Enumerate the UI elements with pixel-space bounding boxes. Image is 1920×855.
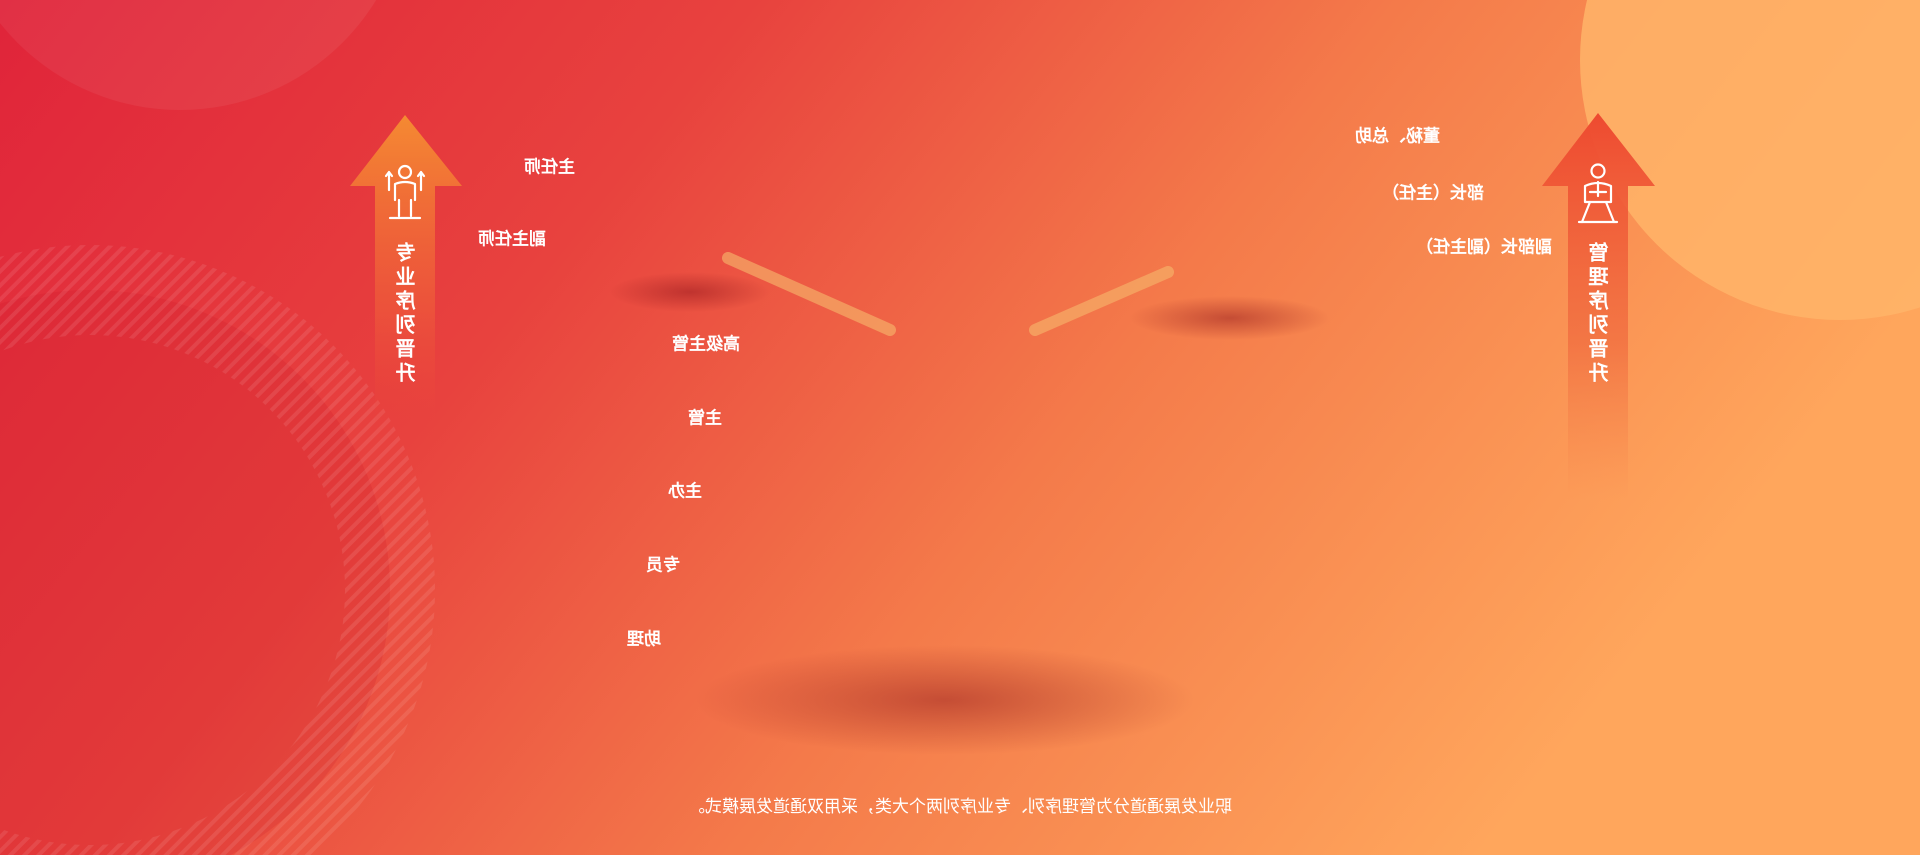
label-p3: 主办 <box>668 481 702 502</box>
label-prof-p6: 副主任师 <box>478 229 546 250</box>
label-p1: 助理 <box>627 629 661 650</box>
label-p5: 高级主管 <box>672 334 740 355</box>
manager-icon <box>1576 162 1620 228</box>
label-mgmt-p8: 董秘、总助 <box>1355 126 1440 147</box>
label-p2: 专员 <box>646 555 680 576</box>
label-mgmt-p6: 副部长（副主任） <box>1416 237 1552 258</box>
left-arrow-text: 专业序列晋升 <box>395 242 419 386</box>
label-prof-p7: 主任师 <box>524 157 575 178</box>
caption: 职业发展通道分为管理序列、专业序列两个大类，采用双通道发展模式。 <box>688 797 1232 817</box>
person-icon <box>384 162 426 220</box>
left-arrow-shape <box>350 115 462 440</box>
right-arrow-text: 管理序列晋升 <box>1588 242 1612 386</box>
label-p4: 主管 <box>688 408 722 429</box>
label-mgmt-p7: 部长（主任） <box>1382 183 1484 204</box>
right-arrow-shape <box>1542 113 1655 500</box>
